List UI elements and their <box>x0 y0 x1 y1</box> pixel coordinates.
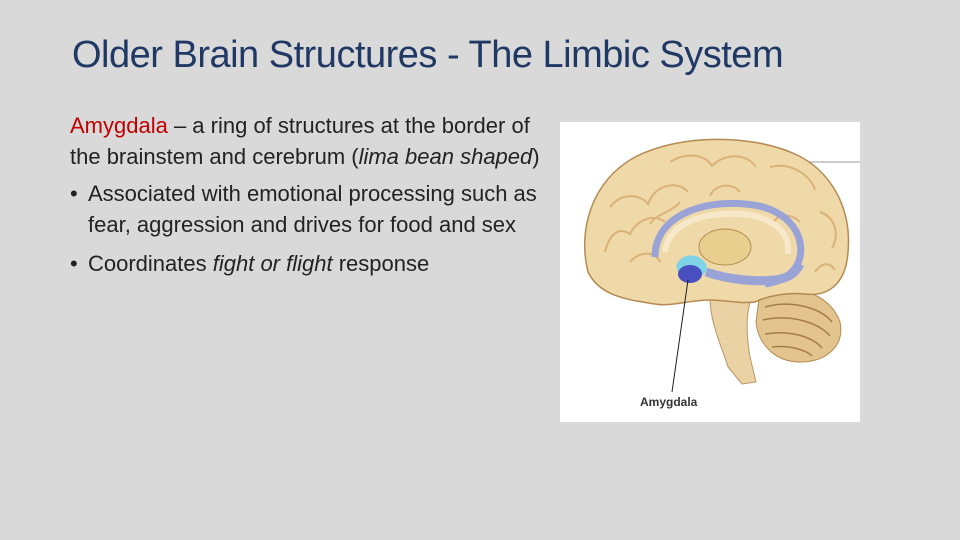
cortex-shape <box>583 138 850 306</box>
bullet-item: • Associated with emotional processing su… <box>70 178 540 240</box>
hippocampus-tail <box>704 261 805 286</box>
bullet-text-italic: fight or flight <box>212 251 333 276</box>
amygdala-shape <box>678 265 702 283</box>
term-amygdala: Amygdala <box>70 113 168 138</box>
slide-body: Amygdala – a ring of structures at the b… <box>70 110 540 287</box>
cerebellum-shape <box>755 287 842 363</box>
corpus-callosum <box>662 210 792 255</box>
thalamus-shape <box>698 228 752 266</box>
bullet-text-after: response <box>332 251 430 276</box>
bullet-text-before: Coordinates <box>88 251 213 276</box>
brain-illustration: Amygdala <box>560 122 860 422</box>
bullet-glyph: • <box>70 181 78 206</box>
bullet-list: • Associated with emotional processing su… <box>70 178 540 279</box>
definition-italic: lima bean shaped <box>358 144 533 169</box>
amygdala-definition: Amygdala – a ring of structures at the b… <box>70 110 540 172</box>
brain-sagittal-drawing <box>583 138 860 393</box>
slide-title: Older Brain Structures - The Limbic Syst… <box>72 34 784 76</box>
amygdala-label: Amygdala <box>640 395 698 409</box>
bullet-glyph: • <box>70 251 78 276</box>
label-pointer-line <box>671 279 689 393</box>
definition-text: – a ring of structures at the border of … <box>70 113 530 169</box>
brainstem-shape <box>709 296 757 385</box>
bullet-item: • Coordinates fight or flight response <box>70 248 540 279</box>
bullet-text: Associated with emotional processing suc… <box>88 181 537 237</box>
cerebellum-folds <box>762 303 833 357</box>
definition-close: ) <box>532 144 540 169</box>
